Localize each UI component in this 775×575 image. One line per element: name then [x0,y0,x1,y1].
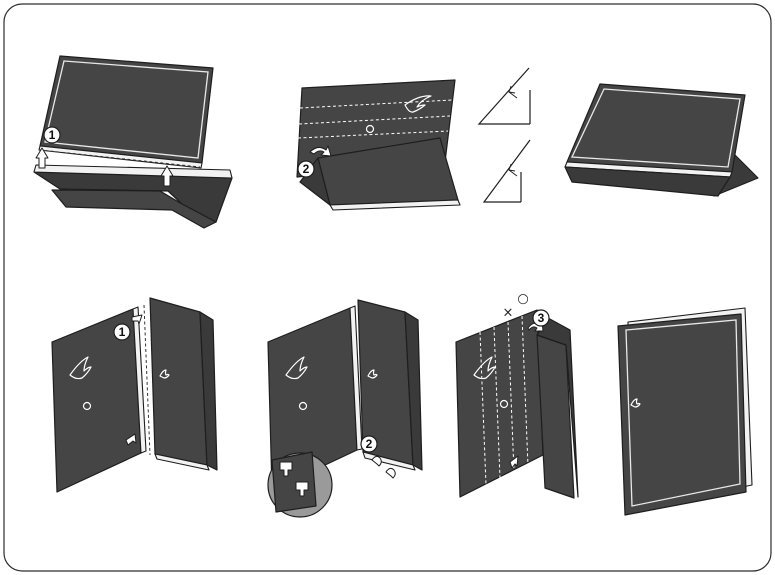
angle-marker [508,85,518,99]
tripod-hole-icon [365,124,375,134]
tripod-hole-icon [499,399,509,409]
right-mark: ○ [517,292,528,307]
cover-inner-border [625,319,741,507]
step-number: 3 [538,311,545,325]
cover-fold [404,311,423,471]
step-number: 2 [303,162,310,176]
step-badge [532,309,550,327]
figure-angle-low [482,139,531,203]
monitor-bezel [44,60,209,159]
step-number: 1 [119,325,126,339]
cover-bottom-edge [154,453,210,471]
hook-clip [279,461,293,477]
rog-eye-logo [404,95,432,113]
step-badge [297,160,315,178]
hook-clip [385,467,396,479]
arrow-icon [125,433,137,446]
angle-line [477,67,530,125]
step-badge [43,126,61,144]
step-badge [113,323,131,341]
arrow-icon [131,314,143,325]
cover-fold [536,317,579,498]
hook-clip [295,481,309,497]
figure-fold-stand: 2 [296,79,461,211]
monitor-screen [39,55,214,164]
cover-front [149,297,208,466]
arrow-icon [527,321,544,332]
arrow-icon [509,455,519,469]
figure-attach-cover: 1 [51,297,218,493]
figure-covered-monitor [617,307,753,516]
hook-clip [371,455,382,467]
insert-guide [39,149,201,168]
monitor-side-edge [132,306,147,454]
rog-eye-logo [69,356,92,380]
tripod-hole-icon [82,401,92,411]
figure-hook-detail: 2 [267,299,423,518]
wrong-mark: × [503,306,514,321]
stand-base-edge [329,199,461,211]
zoom-panel [271,451,317,513]
cover-front [617,313,747,516]
arrow-icon [35,147,49,169]
tripod-hole-icon [298,401,308,411]
rog-eye-logo [159,369,170,379]
monitor-bezel [571,88,741,168]
rog-eye-logo [285,356,308,380]
figure-angle-high [477,67,531,125]
rog-eye-logo [473,356,496,380]
angle-marker [508,163,518,177]
step-number: 2 [366,437,373,451]
arrow-icon [309,145,332,157]
figure-attach-monitor: 1 [33,55,233,229]
step-badge [360,435,378,453]
step-number: 1 [49,128,56,142]
figure-standing-monitor [564,83,759,197]
cover-fold [199,311,218,471]
rog-eye-logo [367,369,378,379]
cover-base [564,166,731,197]
cover-fold [51,189,217,229]
rog-eye-logo [630,398,641,408]
arrow-icon [160,165,174,187]
monitor-side-edge [349,305,363,451]
fold-line [479,331,487,486]
angle-line [482,139,531,203]
figure-fold-cover: × ○ 3 [455,292,579,499]
fold-line [299,99,453,109]
